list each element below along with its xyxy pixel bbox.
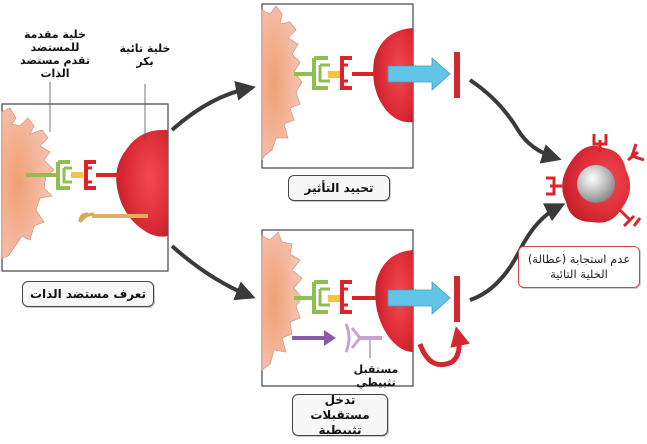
mhc-molecule (294, 56, 330, 90)
apc-cell (261, 5, 303, 161)
caption-anergy: عدم استجابة (عطالة) الخلية التائية (518, 246, 640, 288)
inhibitory-ligand (292, 330, 336, 346)
panel-inhibitory (261, 229, 451, 387)
cell-receptors (546, 134, 645, 228)
tcr-molecule (340, 56, 376, 90)
mhc-molecule (26, 160, 72, 190)
apc-label: خلية مقدمة للمستضد تقدم مستضد الذات (20, 28, 90, 80)
mhc-molecule (294, 280, 330, 314)
t-cell (116, 129, 168, 237)
unbound-receptor (78, 212, 148, 223)
anergic-t-cell (546, 134, 645, 228)
flow-arrow-down (170, 244, 256, 301)
signal-arrow-icon (387, 57, 451, 91)
panel-self-recognition (1, 103, 169, 272)
naive-t-cell-label: خلية تائية بكر (119, 42, 171, 68)
inhibitory-receptor-label: مستقبل تثبيطي (353, 363, 399, 389)
panel-neutralization (261, 3, 451, 169)
antigen-peptide (328, 295, 342, 302)
caption-inhibitory-engagement: تدخل مستقبلات تثبيطية (292, 393, 388, 437)
flow-arrow-up (170, 80, 256, 132)
signal-arrow-icon (387, 281, 451, 315)
curved-arrow-icon (417, 326, 470, 368)
caption-self-recognition: تعرف مستضد الذات (22, 281, 154, 307)
nucleus (577, 165, 615, 203)
apc-cell (1, 107, 55, 259)
caption-neutralization: تحييد التأثير (288, 175, 390, 201)
antigen-peptide (328, 71, 342, 78)
block-bar-icon (454, 52, 460, 98)
block-bar-icon (454, 276, 460, 322)
antigen-peptide (71, 172, 83, 178)
flow-arrow-to-anergy-top (468, 78, 562, 164)
tcr-molecule (84, 160, 124, 190)
inhibitory-receptor-molecule (344, 323, 382, 358)
tcr-molecule (340, 280, 376, 314)
